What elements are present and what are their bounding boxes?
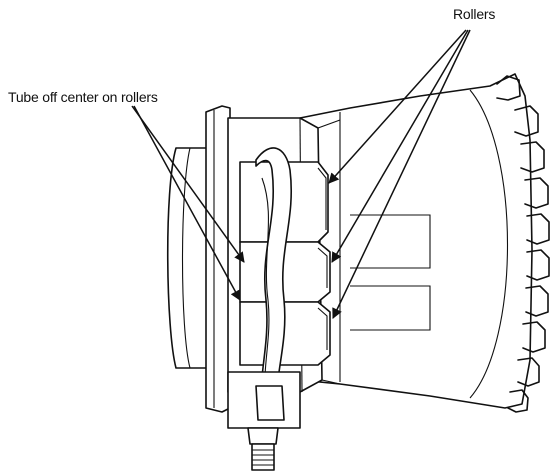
motor-ribs [496, 75, 550, 413]
roller-bottom [239, 301, 331, 366]
motor-housing [299, 73, 533, 409]
rollers-leaders [328, 29, 471, 319]
bottom-fitting [227, 371, 301, 471]
tube-arrow-upper [131, 105, 245, 263]
rollers-arrow-top [328, 29, 467, 184]
rollers-arrow-bottom [332, 29, 471, 319]
tube-leaders [131, 105, 245, 301]
tube-off-center-label: Tube off center on rollers [8, 89, 158, 105]
rollers-arrow-middle [331, 29, 469, 263]
tube-arrow-lower [133, 105, 241, 301]
rollers-label: Rollers [453, 6, 496, 22]
